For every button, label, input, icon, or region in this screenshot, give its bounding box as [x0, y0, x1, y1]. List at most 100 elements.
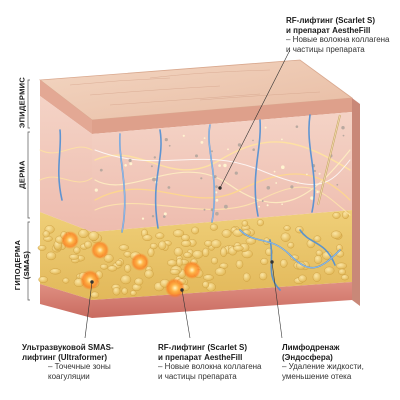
filler-particle — [215, 191, 218, 194]
filler-particle — [151, 215, 155, 218]
callout-lymph: Лимфодренаж (Эндосфера) – Удаление жидко… — [282, 343, 392, 381]
fat-cell — [37, 245, 47, 251]
filler-particle — [318, 172, 321, 175]
fat-cell — [46, 251, 57, 261]
filler-particle — [266, 204, 269, 207]
filler-particle — [252, 148, 255, 151]
filler-particle — [150, 165, 153, 168]
filler-particle — [215, 211, 219, 216]
epidermis-label: ЭПИДЕРМИС — [17, 76, 27, 129]
fat-cell — [280, 259, 288, 268]
filler-particle — [261, 200, 264, 202]
filler-particle — [224, 204, 228, 209]
filler-particle — [218, 164, 221, 167]
fat-cell — [202, 281, 210, 289]
callout-ultrasound-title-1: Ультразвуковой SMAS- — [22, 343, 114, 352]
callout-lymph-desc-2: уменьшение отека — [282, 371, 352, 381]
filler-particle — [203, 137, 206, 140]
coag-point — [61, 231, 79, 249]
fat-cell — [121, 287, 128, 295]
filler-particle — [237, 143, 242, 147]
filler-particle — [258, 205, 260, 208]
callout-rf-bottom-desc-1: – Новые волокна коллагена — [158, 362, 262, 371]
fat-cell — [342, 210, 349, 220]
callout-lymph-title-1: Лимфодренаж — [282, 343, 340, 352]
rf-probe-icon — [317, 114, 341, 206]
callout-ultrasound-desc-2: коагуляции — [48, 371, 90, 381]
filler-particle — [316, 190, 319, 194]
fat-cell — [314, 255, 323, 264]
filler-particle — [153, 156, 156, 159]
filler-particle — [124, 164, 127, 167]
filler-particle — [203, 208, 206, 211]
filler-particle — [273, 170, 276, 173]
coag-point — [80, 270, 100, 290]
fat-cell — [315, 249, 323, 257]
callout-rf-top-title-1: RF-лифтинг (Scarlet S) — [286, 16, 376, 25]
fat-cell — [68, 253, 80, 260]
fat-cell — [90, 291, 100, 299]
fat-cell — [241, 220, 249, 227]
fat-cell — [259, 272, 268, 281]
filler-particle — [295, 125, 299, 128]
fat-cell — [287, 241, 295, 249]
fat-cell — [169, 268, 181, 275]
coag-point — [131, 253, 149, 271]
front-face-muscle — [40, 284, 92, 318]
fat-cell — [118, 244, 130, 251]
dermis-layer — [92, 112, 352, 232]
callout-rf-bottom-desc-2: и частицы препарата — [158, 371, 237, 381]
fat-cell — [173, 247, 183, 257]
fat-cell — [332, 211, 341, 219]
fat-cell — [209, 223, 218, 231]
filler-particle — [313, 169, 316, 173]
hypodermis-label-line1: ГИПОДЕРМА — [13, 239, 22, 291]
fat-cell — [78, 228, 89, 238]
filler-particle — [341, 126, 345, 130]
filler-particle — [141, 217, 145, 220]
fat-cell — [220, 247, 228, 257]
filler-particle — [234, 171, 238, 175]
coag-point — [183, 261, 201, 279]
right-side-face — [352, 98, 360, 306]
filler-particle — [164, 138, 168, 142]
filler-particle — [200, 141, 204, 144]
fat-cell — [242, 272, 251, 282]
filler-particle — [275, 182, 278, 184]
front-face-dermis — [40, 96, 92, 232]
fat-cell — [49, 268, 62, 275]
hypodermis-label-line2: (SMAS) — [22, 250, 31, 280]
fat-cell — [84, 240, 92, 249]
fat-cell — [112, 287, 121, 296]
surface-texture — [69, 69, 321, 106]
front-epidermis-band — [92, 98, 352, 134]
filler-particle — [264, 126, 267, 129]
filler-particle — [310, 196, 314, 200]
filler-particle — [94, 188, 98, 192]
fat-cell — [336, 262, 348, 270]
filler-particle — [215, 198, 219, 202]
fat-cell — [256, 219, 264, 227]
fat-cell — [312, 272, 322, 282]
fat-cell — [324, 266, 335, 275]
fat-cell — [180, 240, 192, 247]
fat-cell — [210, 257, 218, 265]
fat-cell — [192, 250, 204, 259]
callout-ultrasound-desc-1: – Точечные зоны — [48, 362, 111, 371]
fat-cell — [142, 234, 153, 241]
filler-particle — [342, 134, 345, 137]
fat-cell — [155, 232, 165, 240]
callout-rf-top-desc-1: – Новые волокна коллагена — [286, 35, 390, 44]
filler-particle — [336, 183, 339, 186]
fat-cell — [260, 258, 269, 266]
fat-cell — [99, 263, 108, 270]
callout-rf-bottom: RF-лифтинг (Scarlet S) и препарат Aesthe… — [158, 343, 270, 381]
filler-particle — [215, 185, 218, 189]
fat-cell — [62, 277, 70, 284]
fat-cell — [172, 229, 185, 238]
fat-cell — [38, 276, 49, 283]
fat-cell — [233, 245, 244, 252]
fat-cell — [232, 228, 244, 237]
filler-particles — [94, 125, 345, 220]
